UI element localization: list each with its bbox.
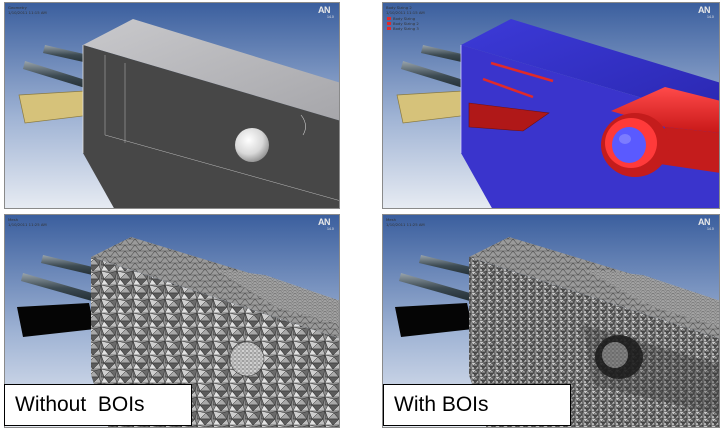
- viewport-geometry[interactable]: Geometry 1/10/2011 11:15 AM AN 14.0: [4, 2, 340, 209]
- viewport-header: Geometry: [8, 5, 28, 10]
- legend-swatch-2: [387, 22, 391, 25]
- boi-plate[interactable]: [468, 102, 550, 132]
- ansys-version: 14.0: [327, 15, 334, 19]
- caption-with-boi: With BOIs: [383, 384, 571, 426]
- viewport-timestamp: 1/10/2011 11:25 AM: [386, 222, 425, 227]
- ansys-logo: AN: [318, 217, 330, 227]
- rod-lower[interactable]: [23, 61, 95, 91]
- viewport-timestamp: 1/10/2011 11:25 AM: [8, 222, 47, 227]
- viewport-timestamp: 1/10/2011 11:15 AM: [8, 10, 47, 15]
- rod-upper[interactable]: [41, 255, 101, 277]
- legend-swatch-3: [387, 27, 391, 30]
- rod-upper[interactable]: [419, 255, 479, 277]
- box-front-face[interactable]: [83, 45, 340, 209]
- viewport-header: Mesh: [386, 217, 397, 222]
- legend-item-2: Body Sizing 2: [393, 21, 419, 26]
- legend-item-1: Body Sizing: [393, 16, 416, 21]
- ansys-version: 14.0: [707, 227, 714, 231]
- viewport-body-sizing[interactable]: Body Sizing 2 1/10/2011 11:15 AM Body Si…: [382, 2, 720, 209]
- viewport-header: Body Sizing 2: [386, 5, 412, 10]
- rod-lower[interactable]: [399, 273, 477, 303]
- rod-lower[interactable]: [21, 273, 99, 303]
- sphere-mesh[interactable]: [229, 341, 265, 377]
- mesh-top-face[interactable]: [469, 237, 720, 339]
- viewport-header: Mesh: [8, 217, 19, 222]
- ansys-version: 14.0: [327, 227, 334, 231]
- ansys-logo: AN: [698, 5, 710, 15]
- sphere-object[interactable]: [235, 128, 269, 162]
- legend-swatch-1: [387, 17, 391, 20]
- boi-rod-upper[interactable]: [490, 61, 554, 83]
- mesh-top-face[interactable]: [91, 237, 340, 339]
- rod-lower[interactable]: [401, 61, 473, 91]
- boi-tube-side[interactable]: [653, 127, 720, 173]
- boi-tube-top[interactable]: [611, 87, 720, 133]
- legend-item-3: Body Sizing 3: [393, 26, 419, 31]
- boi-rod-lower[interactable]: [482, 77, 534, 99]
- ansys-version: 14.0: [707, 15, 714, 19]
- plate-shape[interactable]: [17, 303, 95, 337]
- box-top-face[interactable]: [83, 19, 340, 121]
- inner-sphere[interactable]: [612, 127, 646, 163]
- caption-without-boi: Without BOIs: [4, 384, 192, 426]
- plate-shape[interactable]: [395, 303, 473, 337]
- ansys-logo: AN: [318, 5, 330, 15]
- ansys-logo: AN: [698, 217, 710, 227]
- viewport-timestamp: 1/10/2011 11:15 AM: [386, 10, 425, 15]
